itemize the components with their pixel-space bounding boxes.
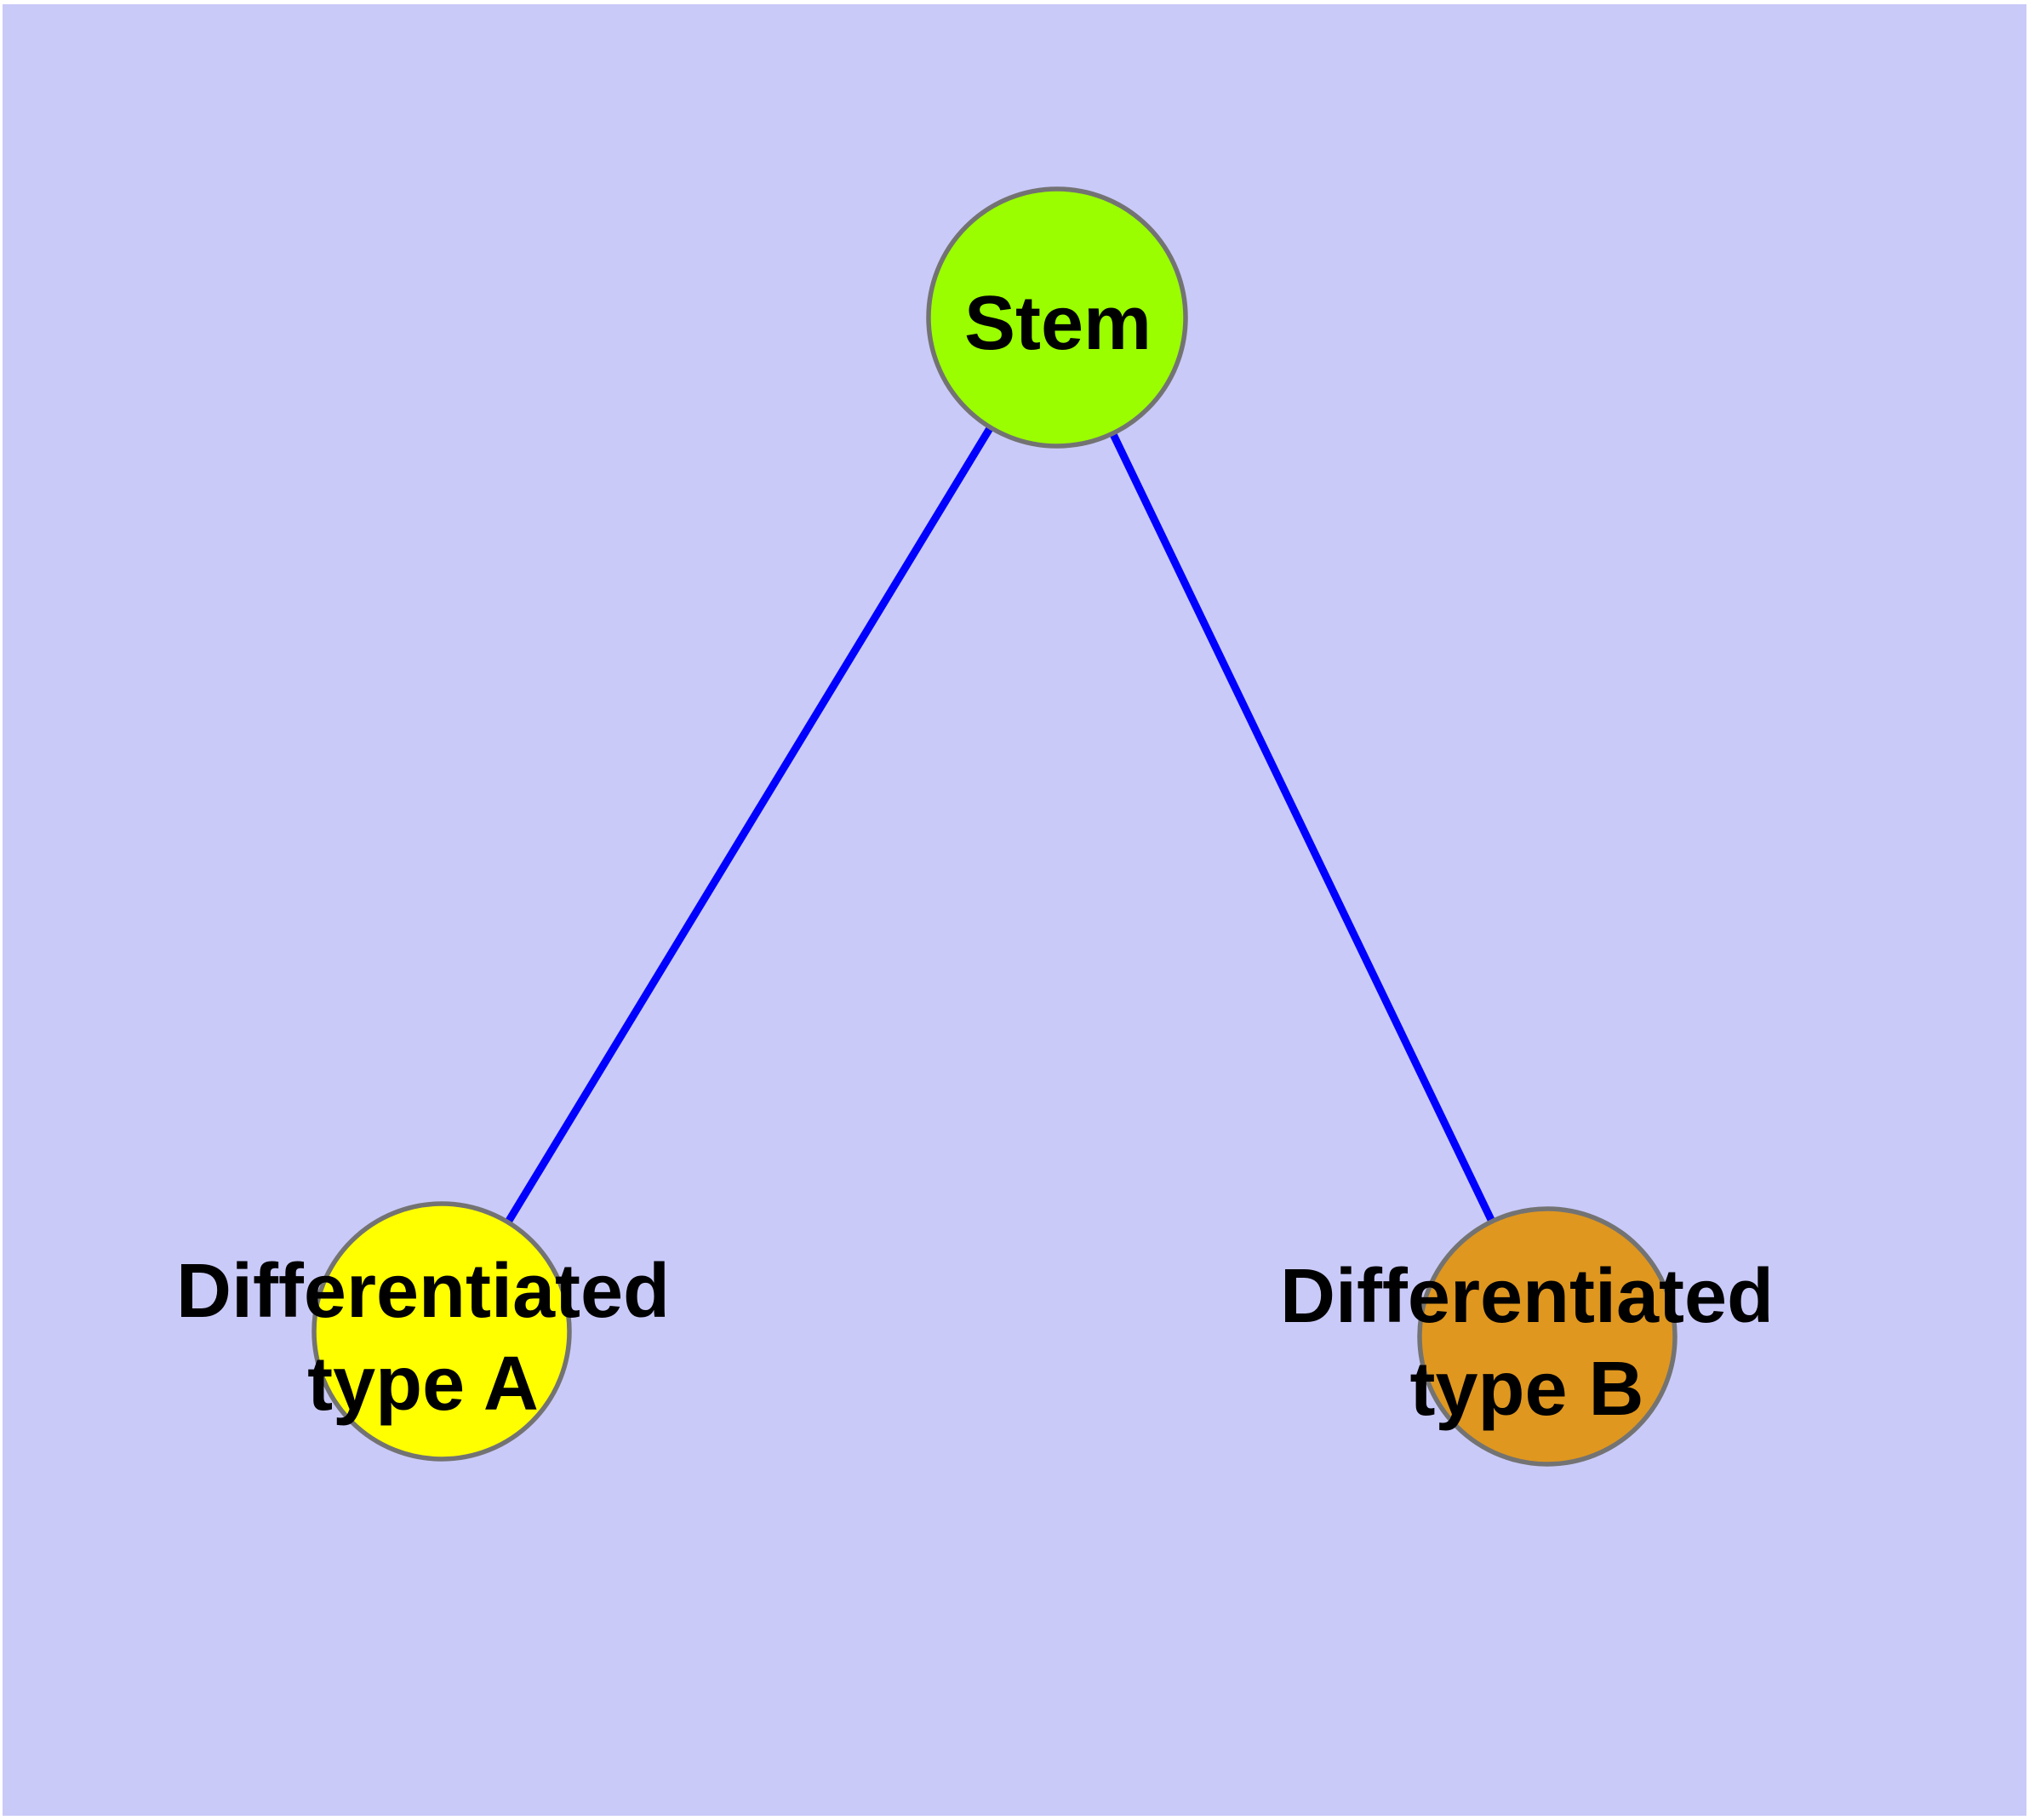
edge-stem-to-type-b [1053,316,1552,1338]
node-stem-label: Stem [964,281,1152,366]
node-type-a [311,1201,572,1462]
node-type-b [1417,1206,1677,1467]
node-stem [926,186,1188,449]
node-type-b-label-line2: type B [1409,1347,1643,1432]
node-type-a-label-line1: Differentiated [176,1249,670,1334]
node-type-a-label-line2: type A [307,1342,539,1427]
edge-stem-to-type-a [438,315,1060,1334]
node-type-b-label-line1: Differentiated [1280,1254,1774,1339]
